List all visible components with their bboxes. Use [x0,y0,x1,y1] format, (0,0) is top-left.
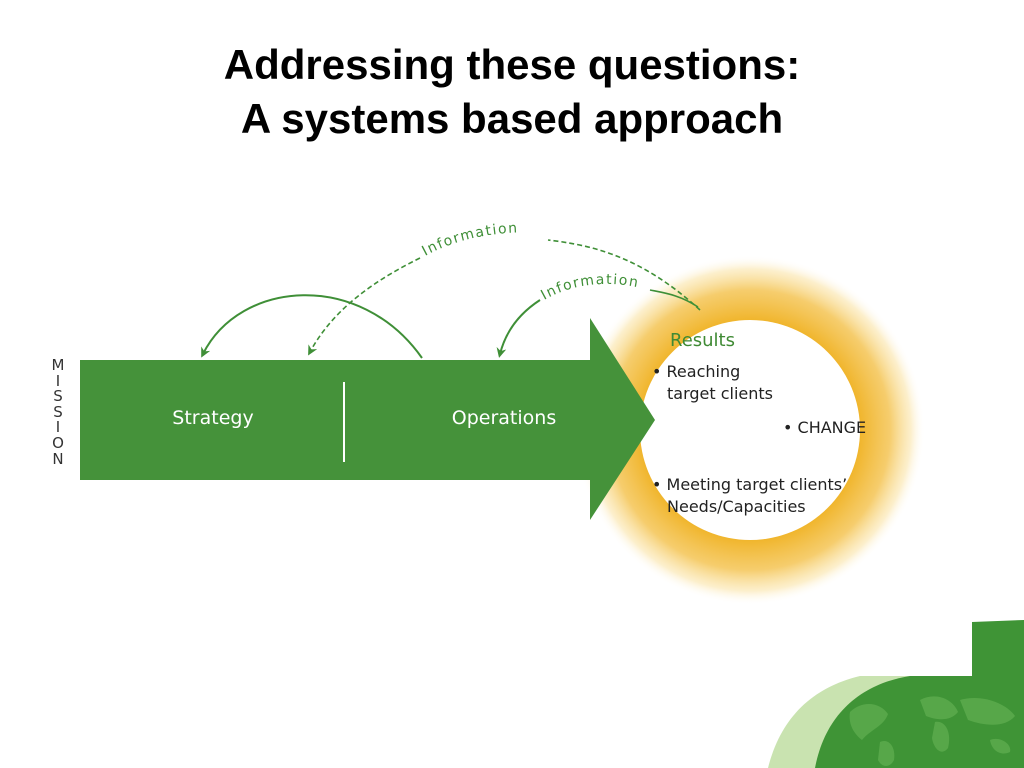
title-line-2: A systems based approach [240,95,784,142]
world-continents [849,696,1015,766]
inner-information-curve-right [649,289,699,308]
bullet-meeting-line1: • Meeting target clients’ [652,475,847,494]
mission-letter: I [55,371,61,390]
inner-information-arrow [496,299,541,358]
mission-letter: S [53,402,63,421]
outer-information-arrow [308,257,421,356]
bullet-reaching-line2: target clients [667,384,773,403]
results-heading: Results [670,330,735,351]
mission-letter: M [51,356,65,374]
operations-label: Operations [452,407,556,429]
mission-letter: I [55,418,61,437]
slide-title: Addressing these questions: A systems ba… [0,38,1024,146]
results-circle [640,320,860,540]
change-bullet: • CHANGE [783,418,866,437]
mission-vertical-label: M I S S I O N [48,356,68,468]
bullet-meeting-line2: Needs/Capacities [667,497,806,516]
strategy-label: Strategy [172,407,253,429]
mission-letter: O [52,433,64,452]
corner-top-block [972,620,1024,676]
outer-information-curve-right [547,239,701,311]
bullet-reaching-line1: • Reaching [652,362,740,381]
mission-letter: S [53,387,63,406]
strategy-operations-arrow [80,318,655,520]
title-line-1: Addressing these questions: [223,41,801,88]
strategy-feedback-arrow [201,294,423,359]
mission-letter: N [52,449,64,468]
